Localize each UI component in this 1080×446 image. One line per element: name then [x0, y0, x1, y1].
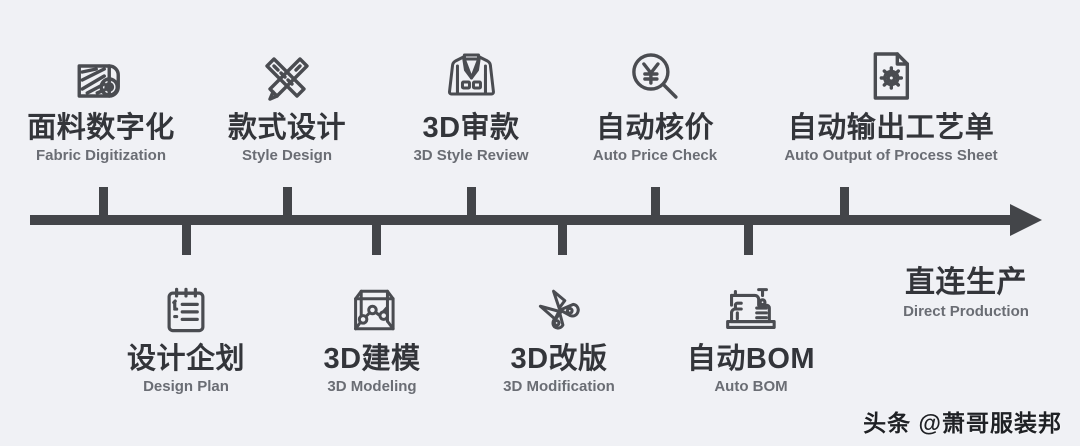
jacket-icon — [413, 36, 528, 108]
timeline-tick-up — [840, 187, 849, 217]
step-design-plan[interactable]: 设计企划 Design Plan — [127, 268, 245, 397]
timeline-tick-down — [558, 223, 567, 255]
step-label-cn: 3D审款 — [422, 112, 520, 144]
step-label-en: 3D Modification — [503, 378, 615, 395]
document-gear-icon — [784, 36, 997, 108]
step-3d-modeling[interactable]: 3D建模 3D Modeling — [323, 268, 420, 397]
step-label-en: Style Design — [241, 147, 333, 164]
clipboard-list-icon — [127, 268, 245, 340]
step-label-cn: 设计企划 — [126, 343, 246, 375]
pencil-ruler-icon — [228, 36, 346, 108]
3d-box-mesh-icon — [323, 268, 420, 340]
step-3d-style-review[interactable]: 3D审款 3D Style Review — [413, 36, 529, 166]
timeline-tick-up — [99, 187, 108, 217]
step-auto-output-process-sheet[interactable]: 自动输出工艺单 Auto Output of Process Sheet — [784, 36, 998, 166]
terminal-direct-production: 直连生产 Direct Production — [903, 265, 1029, 322]
timeline-tick-down — [372, 223, 381, 255]
step-label-cn: 面料数字化 — [27, 112, 175, 144]
timeline-axis — [30, 215, 1018, 225]
timeline-tick-up — [283, 187, 292, 217]
terminal-label-cn: 直连生产 — [904, 266, 1027, 299]
sewing-machine-icon — [687, 268, 815, 340]
terminal-label-en: Direct Production — [903, 303, 1029, 320]
step-label-en: 3D Modeling — [327, 378, 417, 395]
step-label-cn: 3D改版 — [510, 343, 608, 375]
step-label-en: Auto Output of Process Sheet — [784, 147, 998, 164]
step-label-en: Design Plan — [143, 378, 229, 395]
scissors-icon — [503, 268, 615, 340]
timeline-tick-up — [651, 187, 660, 217]
watermark: 头条 @萧哥服装邦 — [863, 410, 1062, 436]
step-label-cn: 自动输出工艺单 — [787, 112, 995, 144]
step-label-en: Auto BOM — [714, 378, 788, 395]
step-auto-price-check[interactable]: 自动核价 Auto Price Check — [593, 36, 717, 166]
step-label-en: Fabric Digitization — [35, 147, 167, 164]
step-label-cn: 自动核价 — [595, 112, 714, 144]
step-3d-modification[interactable]: 3D改版 3D Modification — [503, 268, 615, 397]
timeline-tick-down — [744, 223, 753, 255]
step-fabric-digitization[interactable]: 面料数字化 Fabric Digitization — [27, 36, 175, 166]
step-label-cn: 款式设计 — [227, 112, 347, 144]
timeline-tick-down — [182, 223, 191, 255]
fabric-roll-icon — [27, 36, 175, 108]
step-label-en: Auto Price Check — [592, 147, 718, 164]
step-label-cn: 自动BOM — [686, 343, 816, 375]
price-magnifier-icon — [593, 36, 717, 108]
step-style-design[interactable]: 款式设计 Style Design — [228, 36, 346, 166]
timeline-tick-up — [467, 187, 476, 217]
step-label-cn: 3D建模 — [323, 343, 421, 375]
step-auto-bom[interactable]: 自动BOM Auto BOM — [687, 268, 815, 397]
timeline-arrow-icon — [1010, 204, 1042, 236]
step-label-en: 3D Style Review — [413, 147, 529, 164]
